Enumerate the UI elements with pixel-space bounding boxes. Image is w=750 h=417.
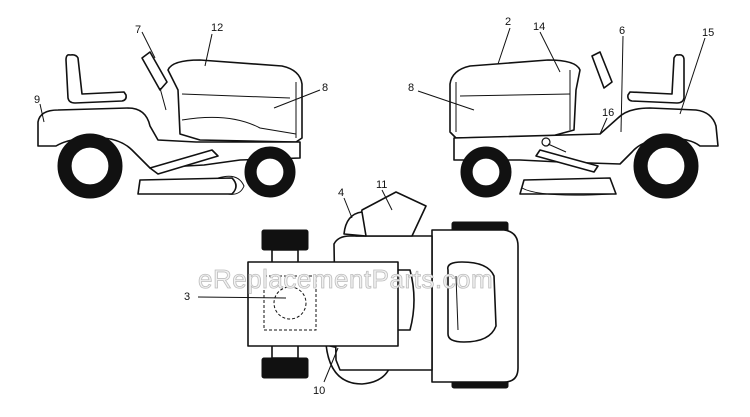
hood-top [247, 261, 399, 347]
body-fender [453, 107, 719, 165]
front-wheel-top [261, 229, 309, 251]
callout-10: 10 [313, 385, 325, 397]
callout-8-left: 8 [322, 82, 328, 94]
callout-9: 9 [34, 94, 40, 106]
tractor-top-view: 4 11 3 10 [184, 179, 519, 397]
callout-7: 7 [135, 24, 141, 36]
tractor-left-side-view: 7 12 8 9 [34, 22, 328, 199]
callout-8-right: 8 [408, 82, 414, 94]
mower-deck [519, 177, 617, 195]
callout-4: 4 [338, 187, 344, 199]
callout-2: 2 [505, 16, 511, 28]
steering-wheel [141, 51, 168, 91]
callout-6: 6 [619, 25, 625, 37]
callout-3: 3 [184, 291, 190, 303]
seat [627, 54, 685, 104]
seat [65, 54, 127, 104]
callout-16: 16 [602, 107, 614, 119]
steering-wheel [591, 51, 613, 89]
watermark: eReplacementParts.com [198, 264, 493, 294]
hood [449, 59, 581, 139]
hood [167, 59, 303, 143]
dash-top [355, 191, 427, 237]
tractor-right-side-view: 2 14 6 15 8 16 [408, 16, 719, 199]
mower-deck [137, 177, 237, 195]
callout-14: 14 [533, 21, 545, 33]
seat-top [446, 261, 497, 343]
front-wheel-top [261, 357, 309, 379]
callout-12: 12 [211, 22, 223, 34]
callout-15: 15 [702, 27, 714, 39]
callout-11: 11 [376, 179, 387, 191]
